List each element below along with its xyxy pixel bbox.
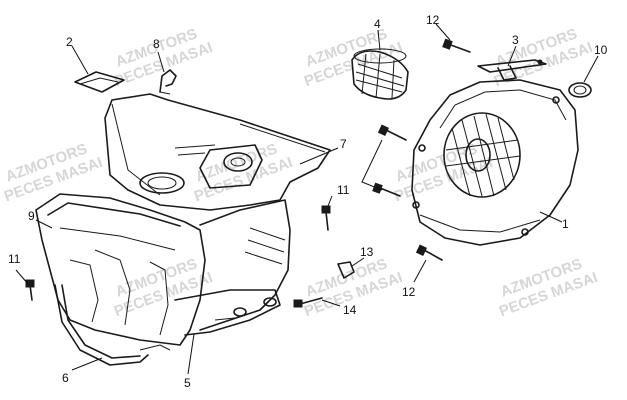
callout-12-bottom: 12 (402, 285, 416, 299)
part-1-fan-cover (411, 79, 579, 246)
callout-3: 3 (512, 33, 519, 47)
callout-6: 6 (62, 371, 69, 385)
part-8-clip (159, 69, 177, 95)
callout-1: 1 (562, 217, 569, 231)
part-6-bottom-bar (54, 284, 171, 366)
callout-4: 4 (374, 17, 381, 31)
callouts: 1 2 3 4 5 6 7 8 9 10 11 11 12 12 13 14 (8, 13, 608, 390)
callout-9: 9 (28, 209, 35, 223)
part-3-bracket (477, 59, 547, 81)
callout-7: 7 (340, 137, 347, 151)
fasteners (25, 38, 471, 308)
callout-12-top: 12 (426, 13, 440, 27)
callout-14: 14 (343, 303, 357, 317)
part-5-lower-shroud (174, 199, 291, 336)
callout-10: 10 (594, 43, 608, 57)
callout-5: 5 (184, 376, 191, 390)
part-10-grommet (568, 82, 592, 98)
callout-8: 8 (153, 37, 160, 51)
leader-lines (15, 23, 599, 375)
callout-11-middle: 11 (337, 183, 350, 197)
callout-13: 13 (360, 245, 374, 259)
callout-2: 2 (66, 35, 73, 49)
callout-11-left: 11 (8, 252, 21, 266)
part-2-plate (74, 71, 125, 93)
part-7-upper-shroud (104, 93, 331, 211)
